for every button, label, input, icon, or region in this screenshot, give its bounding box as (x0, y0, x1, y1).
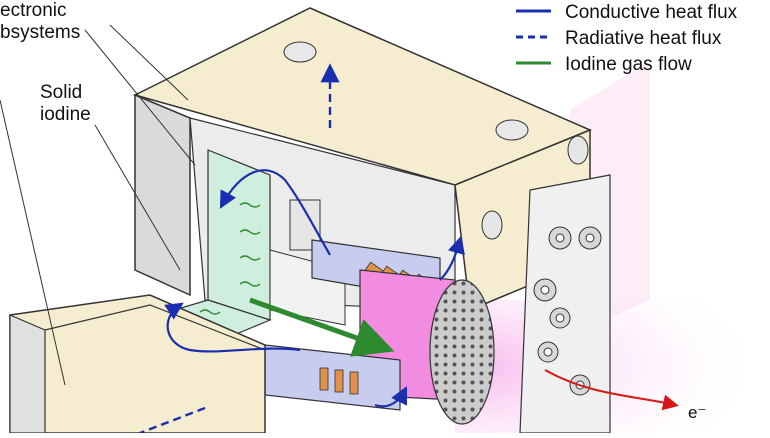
conductive-flux-upper-right (439, 235, 465, 281)
side-fitting (481, 210, 503, 240)
lower-heater-fins (319, 367, 359, 395)
leader-electronics-2 (109, 24, 189, 101)
side-fitting (567, 135, 589, 165)
leader-iodine (94, 124, 181, 271)
electron-arrow (544, 369, 679, 411)
leader-left-edge (0, 99, 66, 386)
legend-radiative-label: Radiative heat flux (565, 28, 722, 49)
plasma-plume (455, 300, 770, 433)
sublimation-waves (199, 202, 261, 315)
solid-iodine-label-line1: Solid (40, 82, 82, 103)
exit-grid (429, 279, 495, 425)
top-bolt (283, 41, 317, 63)
solid-iodine-label-line2: iodine (40, 104, 91, 125)
top-bolt (495, 119, 529, 141)
electronic-subsystems-label-line2: bsystems (0, 22, 80, 43)
housing-lower-rim (44, 304, 266, 351)
legend-conductive-label: Conductive heat flux (565, 2, 738, 23)
leader-electronics (84, 29, 196, 166)
electron-label: e⁻ (688, 403, 706, 422)
housing-left-wall (134, 93, 191, 297)
housing-lower-side (9, 314, 46, 434)
conductive-flux-lower-right (374, 386, 407, 408)
conductive-flux-upper (219, 169, 331, 256)
iodine-gas-flow-arrow (249, 297, 395, 357)
legend: Conductive heat flux Radiative heat flux… (516, 2, 738, 75)
electronic-subsystems-label-line1: ectronic (0, 0, 67, 21)
radiative-flux-arrow-front (139, 406, 206, 435)
mounting-plate (519, 174, 611, 434)
legend-iodine-label: Iodine gas flow (565, 54, 692, 75)
conductive-flux-lower (164, 302, 301, 353)
iodine-tank-back (207, 149, 271, 321)
